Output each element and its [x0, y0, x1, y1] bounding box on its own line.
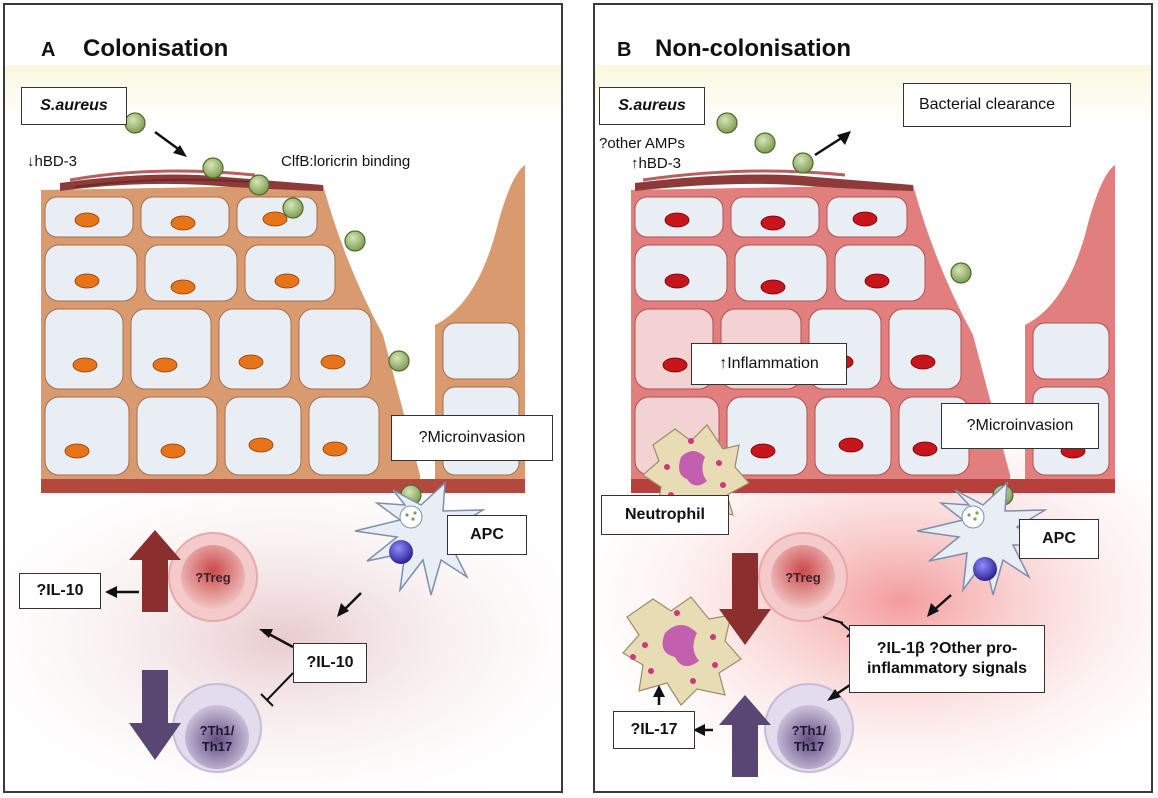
signals-line1: ?IL-1β ?Other pro-: [876, 640, 1018, 657]
hbd3-label: ↓hBD-3: [27, 153, 78, 170]
basement-membrane: [41, 479, 525, 493]
neutrophil-cell-activated: [622, 596, 742, 706]
arrow-il10-to-treg: [266, 631, 294, 649]
clearance-label: Bacterial clearance: [903, 83, 1071, 127]
keratinocyte-layer: [634, 196, 1110, 476]
stratum-corneum: [635, 174, 913, 191]
il10-output-label: ?IL-10: [19, 573, 101, 609]
staph-bacteria: [124, 112, 422, 506]
th-label-line1: ?Th1/: [791, 723, 827, 738]
keratinocyte-nuclei: [64, 211, 348, 459]
apc-cell: [354, 481, 488, 596]
treg-down-arrow: [719, 553, 771, 645]
apc-label: APC: [447, 515, 527, 555]
apc-label: APC: [1019, 519, 1099, 559]
treg-up-arrow: [129, 530, 181, 612]
treg-label: ?Treg: [785, 570, 821, 585]
th-cell: [172, 683, 262, 773]
th-label-line2: Th17: [793, 739, 825, 754]
signals-line2: inflammatory signals: [866, 660, 1028, 677]
inflammation-label: ↑Inflammation: [691, 343, 847, 385]
pathogen-label: S.aureus: [599, 87, 705, 125]
panel-title: Colonisation: [83, 35, 229, 62]
inhibit-il10-to-th: [266, 672, 294, 701]
arrow-to-clearance: [814, 135, 844, 157]
arrow-sa-to-surface: [154, 130, 182, 153]
panel-letter: B: [617, 39, 632, 61]
neutrophil-label: Neutrophil: [601, 495, 729, 535]
pro-inflammatory-signals-label: ?IL-1β ?Other pro- inflammatory signals: [849, 625, 1045, 693]
treg-label: ?Treg: [195, 570, 231, 585]
panel-non-colonisation: B Non-colonisation S.aureus ?other AMPs …: [593, 3, 1153, 793]
il10-signal-label: ?IL-10: [293, 643, 367, 683]
pathogen-label: S.aureus: [21, 87, 127, 125]
th-label-line2: Th17: [201, 739, 233, 754]
panel-title: Non-colonisation: [655, 35, 851, 62]
other-amps-label: ?other AMPs: [599, 135, 685, 152]
treg-cell: [758, 532, 848, 622]
th-down-arrow: [129, 670, 181, 760]
microinvasion-label: ?Microinvasion: [941, 403, 1099, 449]
apc-cell: [916, 481, 1050, 596]
binding-label: ClfB:loricrin binding: [281, 153, 411, 170]
panel-colonisation: A Colonisation S.aureus ↓hBD-3 ClfB:lori…: [3, 3, 563, 793]
microinvasion-label: ?Microinvasion: [391, 415, 553, 461]
panel-letter: A: [41, 39, 56, 61]
th-label-line1: ?Th1/: [199, 723, 235, 738]
th-up-arrow: [719, 695, 771, 777]
treg-cell: [168, 532, 258, 622]
il17-label: ?IL-17: [613, 711, 695, 749]
hbd3-label: ↑hBD-3: [631, 155, 682, 172]
th-cell: [764, 683, 854, 773]
